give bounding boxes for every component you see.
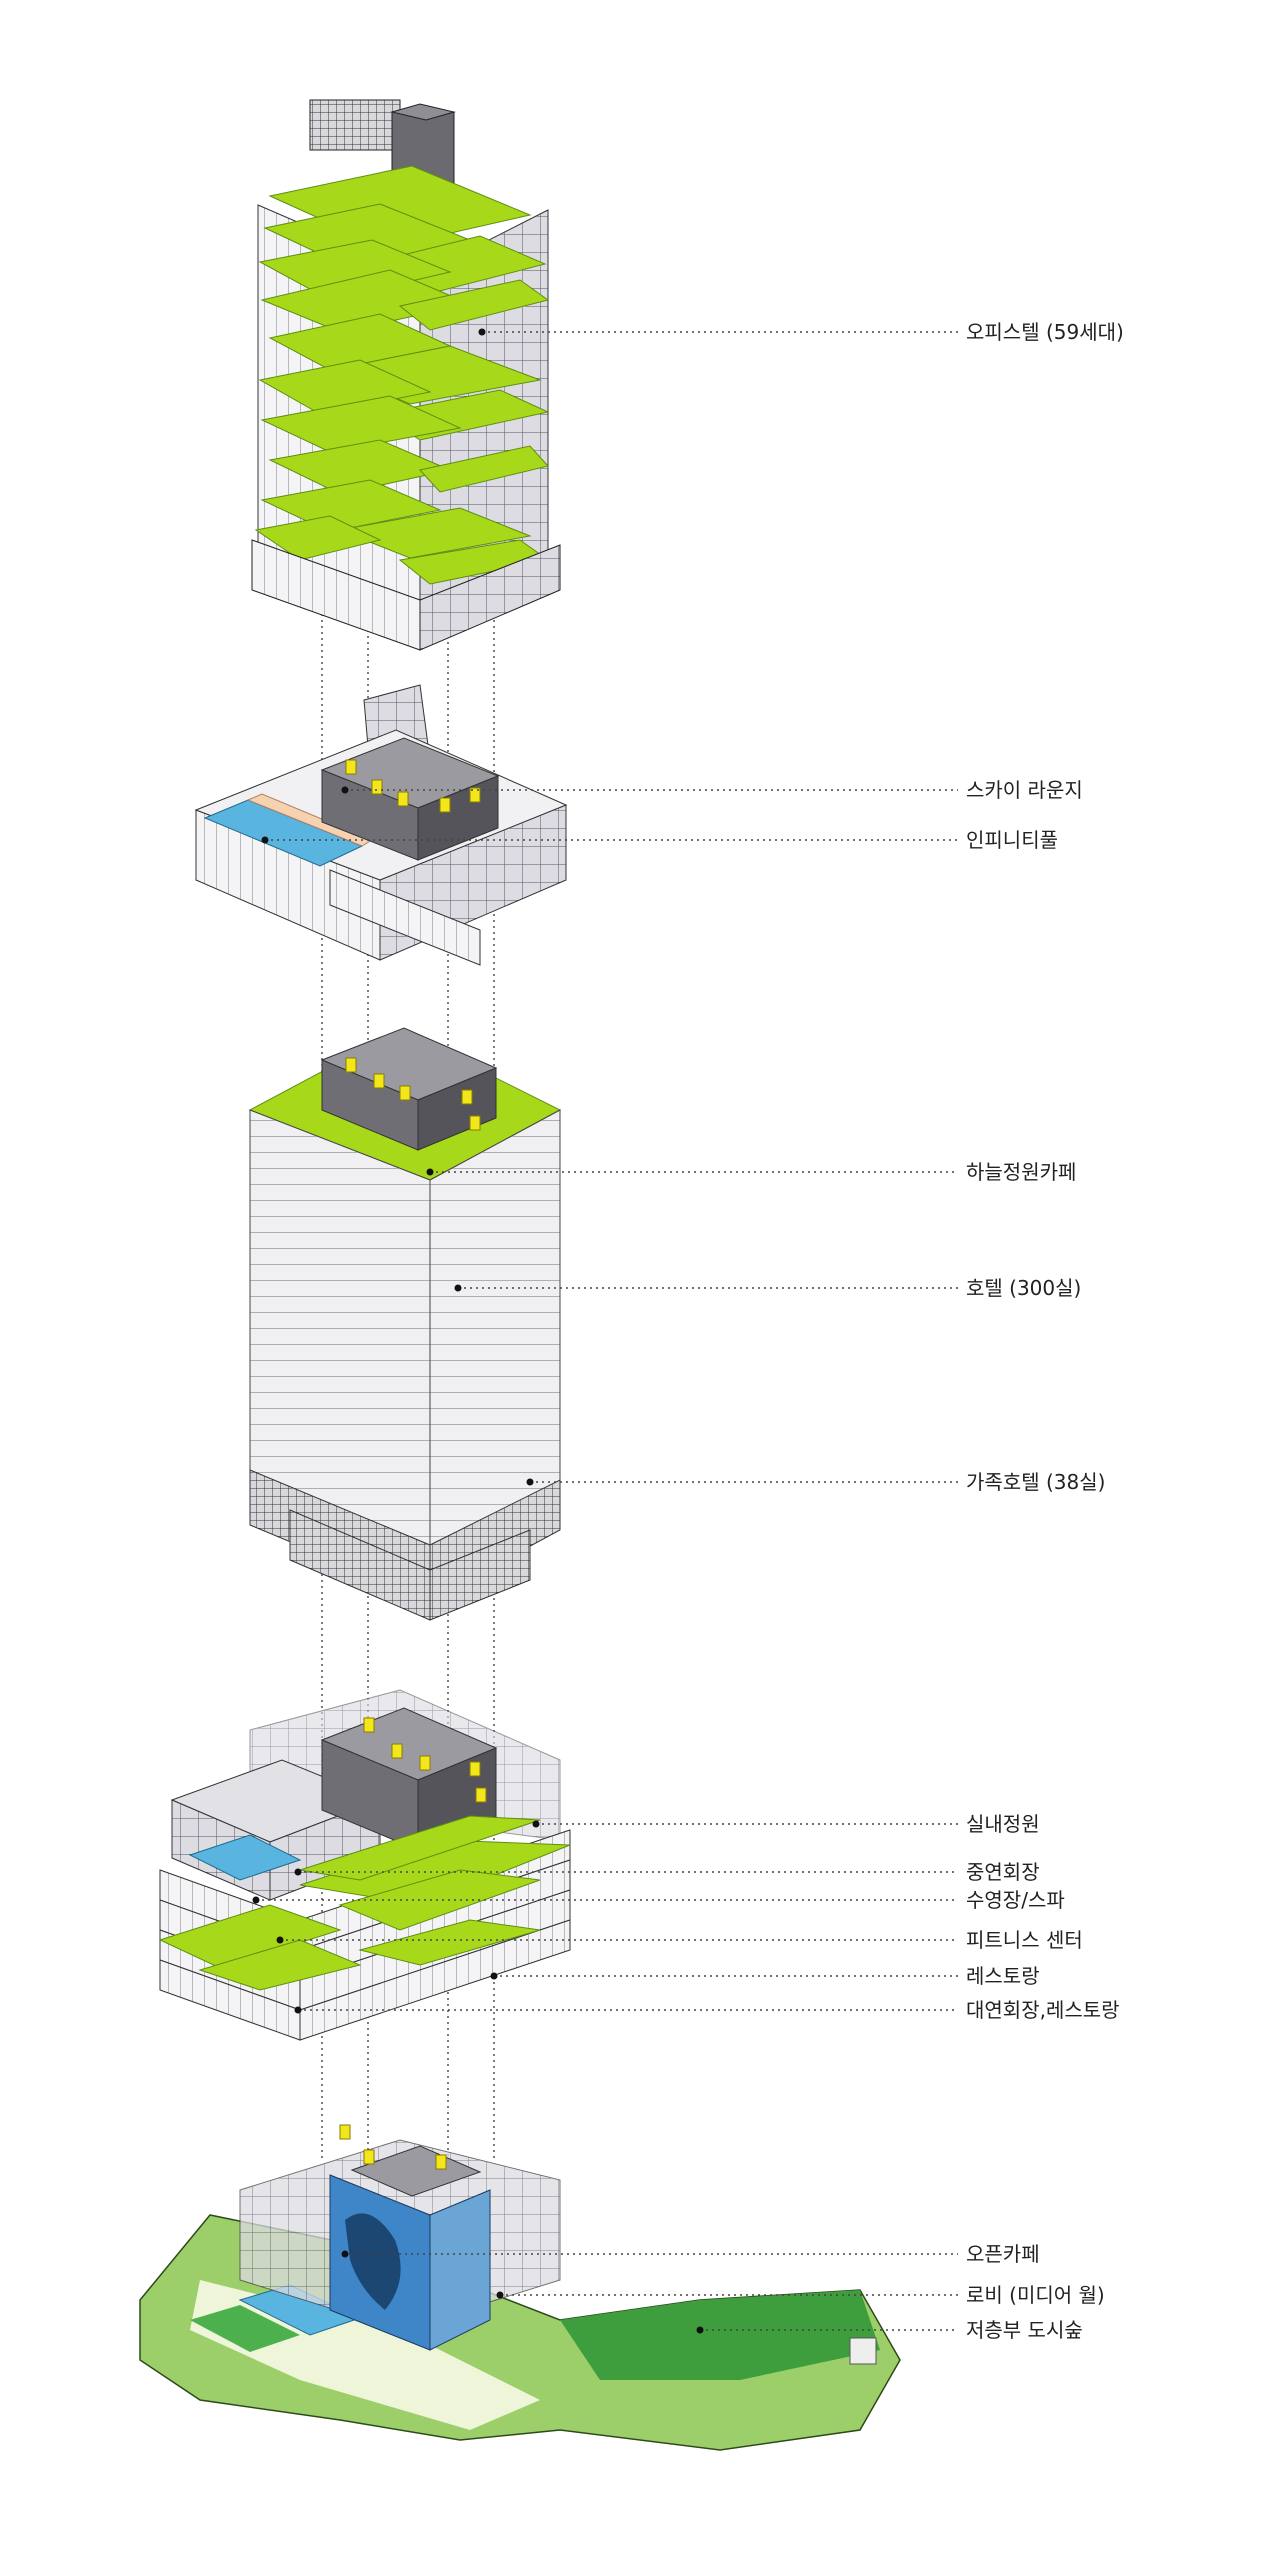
lobby-core-top	[350, 2145, 482, 2197]
label-infinity-pool: 인피니티풀	[966, 828, 1058, 852]
media-wall-side	[429, 2189, 491, 2351]
site-kiosk	[849, 2337, 877, 2365]
roof-core-top	[390, 103, 456, 121]
label-fitness: 피트니스 센터	[966, 1928, 1083, 1952]
hotel-podium-right	[429, 1529, 531, 1621]
sky-lounge-block	[194, 684, 568, 966]
tower-base-right	[419, 544, 561, 651]
site-lawn	[190, 2305, 300, 2352]
media-wall-pattern	[345, 2213, 401, 2310]
label-grand-banquet: 대연회장,레스토랑	[966, 1998, 1120, 2022]
label-indoor-garden: 실내정원	[966, 1812, 1040, 1836]
label-mid-banquet: 중연회장	[966, 1860, 1040, 1884]
podium-spa-pool	[188, 1834, 302, 1881]
lobby-elevator-markers	[339, 2124, 447, 2170]
label-hotel: 호텔 (300실)	[966, 1276, 1082, 1300]
roof-mesh-frame	[309, 99, 401, 151]
label-open-cafe: 오픈카페	[966, 2242, 1040, 2266]
hotel-tower	[248, 1027, 562, 1621]
label-lobby: 로비 (미디어 월)	[966, 2283, 1105, 2307]
label-family-hotel: 가족호텔 (38실)	[966, 1470, 1106, 1494]
label-sky-garden-cafe: 하늘정원카페	[966, 1160, 1077, 1184]
ground-block	[139, 2124, 901, 2451]
lounge-elevator-markers	[345, 759, 481, 813]
label-urban-forest: 저층부 도시숲	[966, 2318, 1083, 2342]
podium-elevator-markers	[363, 1717, 487, 1803]
site-dark-greens	[560, 2290, 880, 2380]
callout-leaders	[256, 331, 958, 2331]
green-terraces	[254, 165, 550, 585]
podium-block	[158, 1689, 571, 2041]
label-officetel: 오피스텔 (59세대)	[966, 320, 1124, 344]
hotel-core-right	[417, 1067, 497, 1151]
callout-anchor-dots	[252, 328, 704, 2334]
label-pool-spa: 수영장/스파	[966, 1888, 1065, 1912]
podium-green-roofs	[158, 1815, 571, 1991]
officetel-tower	[251, 99, 561, 651]
label-restaurant: 레스토랑	[966, 1964, 1040, 1988]
label-sky-lounge: 스카이 라운지	[966, 778, 1083, 802]
lounge-lower-left	[329, 869, 481, 966]
hotel-elevator-markers	[345, 1057, 481, 1131]
